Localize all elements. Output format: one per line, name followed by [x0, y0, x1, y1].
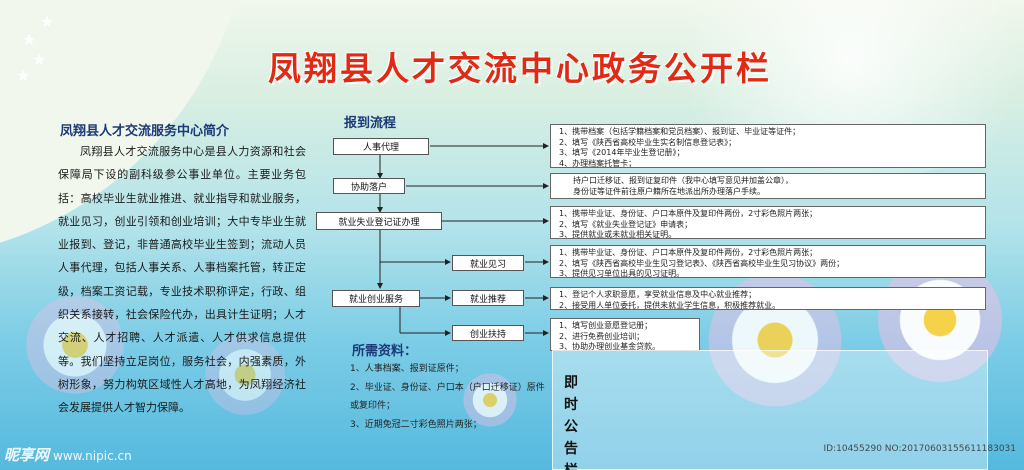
detail-line: 3、提供见习单位出具的见习证明。: [559, 269, 685, 278]
detail-internship: 1、携带毕业证、身份证、户口本原件及复印件两份，2寸彩色照片两张； 2、填写《陕…: [550, 245, 986, 278]
watermark-image-info: ID:10455290 NO:20170603155611183031: [823, 444, 1017, 454]
materials-heading: 所需资料：: [352, 344, 418, 359]
daisy-flower-icon: [460, 370, 520, 430]
detail-line: 2、进行免费创业培训；: [559, 331, 645, 341]
detail-line: 4、办理档案托管卡；: [559, 158, 637, 168]
notice-heading: 即时公告栏: [564, 375, 578, 470]
flow-heading: 报到流程: [344, 116, 397, 131]
star-icon: ★: [22, 30, 37, 49]
detail-line: 1、登记个人求职意愿，享受就业信息及中心就业推荐；: [559, 290, 757, 299]
star-icon: ★: [40, 12, 55, 31]
watermark-site-url: www.nipic.cn: [53, 449, 132, 463]
step-assist-settlement: 协助落户: [333, 178, 405, 194]
detail-line: 3、提供就业或未就业相关证明。: [559, 230, 677, 239]
step-personnel-agency: 人事代理: [333, 138, 429, 155]
detail-line: 2、填写《就业失业登记证》申请表；: [559, 219, 693, 229]
page-title: 凤翔县人才交流中心政务公开栏: [268, 49, 772, 88]
detail-line: 1、填写创业意愿登记册；: [559, 321, 653, 330]
detail-line: 持户口迁移证、报到证复印件（我中心填写意见并加盖公章），: [573, 176, 793, 185]
detail-line: 身份证等证件前往原户籍所在地派出所办理落户手续。: [573, 186, 765, 196]
detail-employment-registration: 1、携带毕业证、身份证、户口本原件及复印件两份，2寸彩色照片两张； 2、填写《就…: [550, 206, 986, 239]
step-employment-startup-service: 就业创业服务: [332, 290, 420, 307]
detail-line: 1、携带毕业证、身份证、户口本原件及复印件两份，2寸彩色照片两张；: [559, 209, 818, 218]
step-employment-registration: 就业失业登记证办理: [316, 212, 442, 230]
detail-line: 1、携带毕业证、身份证、户口本原件及复印件两份，2寸彩色照片两张；: [559, 248, 818, 257]
materials-item: 3、近期免冠二寸彩色照片两张；: [350, 419, 482, 430]
watermark-site-name: 昵享网: [4, 446, 50, 464]
detail-job-recommend: 1、登记个人求职意愿，享受就业信息及中心就业推荐； 2、接受用人单位委托，提供未…: [550, 287, 986, 310]
detail-line: 1、携带档案（包括学籍档案和党员档案）、报到证、毕业证等证件；: [559, 127, 801, 136]
materials-item: 2、毕业证、身份证、户口本（户口迁移证）原件或复印件；: [350, 382, 545, 412]
intro-text: 凤翔县人才交流服务中心是县人力资源和社会保障局下设的副科级参公事业单位。主要业务…: [58, 145, 306, 415]
detail-personnel-agency: 1、携带档案（包括学籍档案和党员档案）、报到证、毕业证等证件； 2、填写《陕西省…: [550, 124, 986, 168]
intro-heading: 凤翔县人才交流服务中心简介: [60, 124, 230, 139]
detail-line: 2、填写《陕西省高校毕业生实名制信息登记表》；: [559, 137, 737, 147]
detail-line: 2、接受用人单位委托，提供未就业学生信息，积极推荐就业。: [559, 300, 781, 310]
sub-step-startup-support: 创业扶持: [452, 325, 524, 341]
sub-step-internship: 就业见习: [452, 255, 524, 271]
sub-step-job-recommend: 就业推荐: [452, 290, 524, 306]
star-icon: ★: [16, 66, 31, 85]
detail-assist-settlement: 持户口迁移证、报到证复印件（我中心填写意见并加盖公章）， 身份证等证件前往原户籍…: [550, 173, 986, 199]
detail-line: 3、填写《2014年毕业生登记册》；: [559, 148, 685, 157]
daisy-flower-icon: [20, 290, 130, 400]
daisy-flower-icon: [200, 330, 290, 420]
detail-line: 3、协助办理创业基金贷款。: [559, 342, 661, 351]
star-icon: ★: [32, 50, 47, 69]
detail-startup-support: 1、填写创业意愿登记册； 2、进行免费创业培训； 3、协助办理创业基金贷款。: [550, 318, 700, 351]
detail-line: 2、填写《陕西省高校毕业生见习登记表》、《陕西省高校毕业生见习协议》两份；: [559, 258, 845, 268]
materials-item: 1、人事档案、报到证原件；: [350, 364, 464, 374]
notice-board: [552, 350, 988, 470]
materials-list: 1、人事档案、报到证原件； 2、毕业证、身份证、户口本（户口迁移证）原件或复印件…: [350, 360, 550, 434]
